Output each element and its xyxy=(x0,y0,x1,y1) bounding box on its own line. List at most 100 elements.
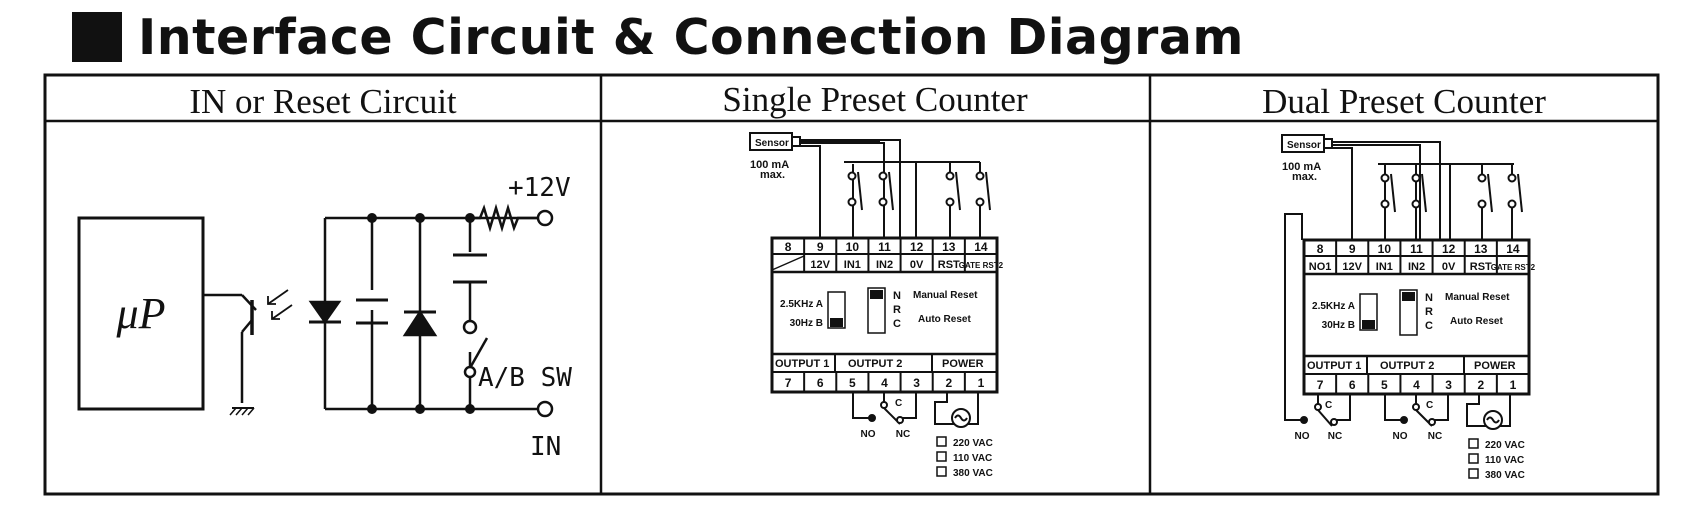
terminal-number: 5 xyxy=(1381,378,1388,392)
dual-sensor-max-label: max. xyxy=(1292,171,1317,183)
freq-dip-switch xyxy=(827,291,846,329)
dual-relay1-c-label: C xyxy=(1325,400,1332,411)
freq-b-label: 30Hz B xyxy=(790,318,823,329)
led-diode xyxy=(308,300,342,325)
terminal-label: GATE RST2 xyxy=(959,261,1004,270)
vac-110: 110 VAC xyxy=(953,453,992,464)
page-title: Interface Circuit & Connection Diagram xyxy=(138,8,1244,66)
terminal-label: IN1 xyxy=(1376,261,1393,273)
terminal-number: 6 xyxy=(1349,378,1356,392)
dual-nrc-c: C xyxy=(1425,320,1433,332)
sensor-max-label: max. xyxy=(760,169,785,181)
opto-transistor xyxy=(203,289,293,416)
terminal-number: 12 xyxy=(1442,242,1456,256)
terminal-number: 8 xyxy=(1317,242,1324,256)
terminal-number: 7 xyxy=(1317,378,1324,392)
sensor-max-current: 100 mA xyxy=(750,159,789,171)
dual-nrc-r: R xyxy=(1425,306,1433,318)
terminal-number: 13 xyxy=(1474,242,1488,256)
dual-sensor-wires xyxy=(1332,141,1441,240)
page-heading: Interface Circuit & Connection Diagram xyxy=(72,6,1244,68)
terminal-number: 6 xyxy=(817,376,824,390)
reset-dip-switch xyxy=(867,287,886,334)
terminal-number: 13 xyxy=(942,240,956,254)
dual-relay2-nc-label: NC xyxy=(1428,431,1442,442)
plus-12v-label: +12V xyxy=(508,173,571,203)
input-switch-wires xyxy=(844,161,991,238)
terminal-label: 0V xyxy=(910,259,924,271)
dual-vac-220: 220 VAC xyxy=(1485,440,1525,451)
dual-freq-dip-switch xyxy=(1359,293,1378,331)
dual-relay2-c-label: C xyxy=(1426,400,1433,411)
terminal-number: 10 xyxy=(846,240,860,254)
terminal-number: 10 xyxy=(1378,242,1392,256)
terminal-label: GATE RST2 xyxy=(1491,263,1536,272)
filter-capacitor xyxy=(356,290,388,325)
terminal-number: 2 xyxy=(1477,378,1484,392)
terminal-label: RST xyxy=(1470,261,1492,273)
terminal-number: 4 xyxy=(881,376,888,390)
dual-freq-b-label: 30Hz B xyxy=(1322,320,1355,331)
vac-220: 220 VAC xyxy=(953,438,993,449)
sensor-label: Sensor xyxy=(755,138,789,149)
dual-nrc-n: N xyxy=(1425,292,1433,304)
output1-label: OUTPUT 1 xyxy=(775,358,829,370)
nrc-c: C xyxy=(893,318,901,330)
nrc-n: N xyxy=(893,290,901,302)
terminal-number: 9 xyxy=(1349,242,1356,256)
dual-freq-a-label: 2.5KHz A xyxy=(1312,301,1355,312)
microprocessor-label: μP xyxy=(116,289,166,338)
terminal-label: NO1 xyxy=(1309,261,1332,273)
terminal-label: 12V xyxy=(810,259,830,271)
header-single-preset: Single Preset Counter xyxy=(722,80,1028,119)
relay-nc-label: NC xyxy=(896,429,910,440)
freq-a-label: 2.5KHz A xyxy=(780,299,823,310)
dual-input-switch-wires xyxy=(1284,163,1523,421)
dual-manual-reset-label: Manual Reset xyxy=(1445,292,1510,303)
terminal-label: IN1 xyxy=(844,259,861,271)
dual-power-label: POWER xyxy=(1474,360,1516,372)
dual-reset-dip-switch xyxy=(1399,289,1418,336)
terminal-number: 12 xyxy=(910,240,924,254)
dual-relay2-no-label: NO xyxy=(1393,431,1408,442)
terminal-label: IN2 xyxy=(876,259,893,271)
dual-auto-reset-label: Auto Reset xyxy=(1450,316,1503,327)
switch-capacitor xyxy=(453,253,487,284)
heading-square-icon xyxy=(72,12,122,62)
terminal-number: 14 xyxy=(1506,242,1520,256)
header-in-reset: IN or Reset Circuit xyxy=(189,82,457,121)
dual-output-wiring xyxy=(1300,394,1511,430)
terminal-number: 3 xyxy=(1445,378,1452,392)
terminal-number: 14 xyxy=(974,240,988,254)
power-label: POWER xyxy=(942,358,984,370)
nrc-r: R xyxy=(893,304,901,316)
pullup-resistor xyxy=(470,203,554,418)
junction-dots xyxy=(367,213,475,414)
in-label: IN xyxy=(530,432,561,462)
dual-sensor-label: Sensor xyxy=(1287,140,1321,151)
microprocessor-box xyxy=(77,216,205,411)
table-frame xyxy=(43,73,1660,496)
output2-label: OUTPUT 2 xyxy=(848,358,902,370)
dual-relay1-nc-label: NC xyxy=(1328,431,1342,442)
dual-vac-110: 110 VAC xyxy=(1485,455,1524,466)
terminal-number: 2 xyxy=(945,376,952,390)
clamp-diode xyxy=(402,309,438,337)
terminal-label: 12V xyxy=(1342,261,1362,273)
auto-reset-label: Auto Reset xyxy=(918,314,971,325)
dual-preset-counter: Sensor 100 mA max. xyxy=(1281,134,1536,481)
header-dual-preset: Dual Preset Counter xyxy=(1262,82,1546,121)
single-preset-counter: Sensor 100 mA max. xyxy=(749,132,1004,479)
ab-switch-label: A/B SW xyxy=(478,363,572,393)
terminal-number: 3 xyxy=(913,376,920,390)
vac-options xyxy=(936,436,947,477)
ab-switch xyxy=(462,319,489,379)
terminal-number: 9 xyxy=(817,240,824,254)
terminal-number: 11 xyxy=(1410,242,1423,256)
terminal-number: 4 xyxy=(1413,378,1420,392)
vac-380: 380 VAC xyxy=(953,468,993,479)
terminal-number: 5 xyxy=(849,376,856,390)
terminal-label: RST xyxy=(938,259,960,271)
relay-c-label: C xyxy=(895,398,902,409)
terminal-number: 8 xyxy=(785,240,792,254)
